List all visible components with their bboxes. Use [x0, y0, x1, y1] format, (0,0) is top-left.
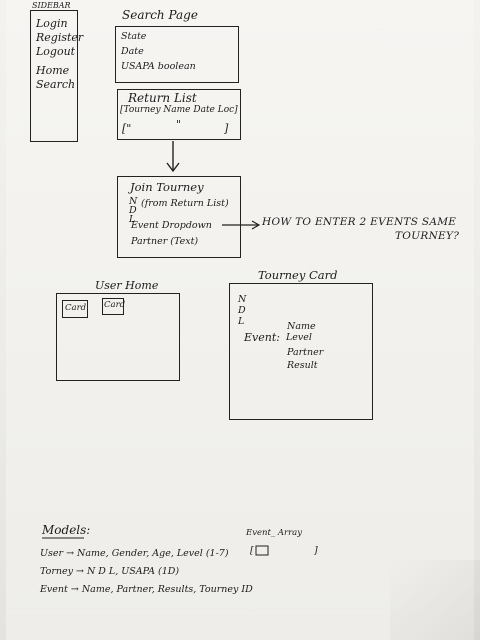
return-list-row-2-close: ] [224, 122, 229, 135]
sidebar-item-home[interactable]: Home [36, 64, 70, 77]
search-page-panel [115, 26, 239, 83]
sidebar-item-search[interactable]: Search [36, 78, 76, 91]
tourney-card-n: N [238, 294, 247, 305]
question-note: HOW TO ENTER 2 EVENTS SAME [262, 216, 457, 228]
event-array-label: Event_ Array [246, 528, 303, 538]
tourney-card-l: L [238, 316, 245, 327]
model-user: User → Name, Gender, Age, Level (1-7) [40, 548, 229, 559]
sidebar-item-login[interactable]: Login [36, 17, 68, 30]
user-home-card-1[interactable]: Card [62, 300, 88, 318]
event-dropdown[interactable]: Event Dropdown [131, 220, 212, 231]
tourney-card-event-result: Result [287, 360, 318, 371]
join-tourney-panel [117, 176, 241, 258]
tourney-card-event-partner: Partner [287, 347, 324, 358]
join-tourney-d: D [129, 205, 137, 216]
tourney-card-panel [229, 283, 373, 420]
return-list-panel [117, 89, 241, 140]
tourney-card-event-label: Event: [244, 331, 280, 344]
search-field-state[interactable]: State [121, 31, 147, 42]
model-array-close: ] [314, 545, 318, 556]
tourney-card-event-level: Level [286, 332, 312, 343]
sidebar-item-register[interactable]: Register [36, 31, 84, 44]
sidebar-item-logout[interactable]: Logout [36, 45, 76, 58]
return-list-row-2-open: [" [122, 122, 132, 135]
models-title: Models: [42, 523, 91, 537]
model-event: Event → Name, Partner, Results, Tourney … [40, 584, 253, 595]
return-list-title: Return List [128, 91, 197, 105]
return-list-row-2-dots: " [176, 118, 182, 131]
card-label: Card [104, 300, 126, 310]
user-home-panel [56, 293, 180, 381]
search-field-usapa[interactable]: USAPA boolean [121, 61, 196, 72]
paper-shadow [390, 560, 480, 640]
search-page-title: Search Page [122, 8, 198, 22]
user-home-card-2[interactable]: Card [102, 298, 126, 315]
tourney-card-event-name: Name [287, 321, 316, 332]
tourney-card-d: D [238, 305, 246, 316]
user-home-title: User Home [95, 279, 159, 292]
join-tourney-l: L [129, 214, 136, 225]
card-label: Card [65, 303, 87, 313]
join-tourney-n: N [129, 196, 138, 207]
join-tourney-title: Join Tourney [130, 180, 204, 194]
return-list-row-1[interactable]: [Tourney Name Date Loc] [120, 105, 238, 115]
tourney-card-title: Tourney Card [258, 268, 338, 282]
question-note-2: TOURNEY? [395, 230, 460, 242]
partner-text-field[interactable]: Partner (Text) [131, 236, 199, 247]
search-field-date[interactable]: Date [121, 46, 144, 57]
sidebar-panel [30, 10, 78, 142]
sidebar-title: SIDEBAR [32, 1, 71, 10]
model-array-open: [ [250, 545, 254, 556]
join-tourney-from-label: (from Return List) [141, 198, 229, 209]
model-tourney: Torney → N D L, USAPA (1D) [40, 566, 180, 577]
